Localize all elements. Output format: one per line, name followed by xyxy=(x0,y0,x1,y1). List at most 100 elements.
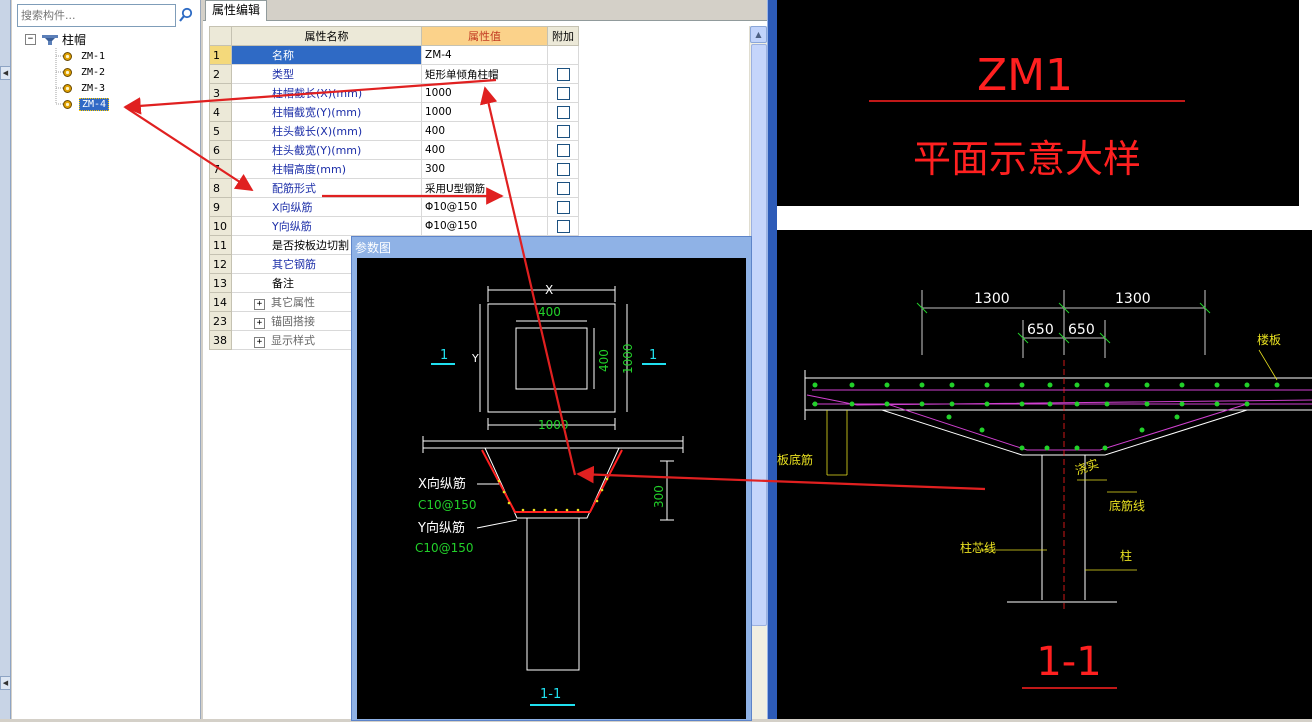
component-tree-panel xyxy=(12,0,201,719)
tab-bar xyxy=(203,0,771,21)
table-row[interactable]: 9 X向纵筋 Φ10@150 xyxy=(209,197,579,217)
grid-header: 属性名称 属性值 附加 xyxy=(209,26,579,46)
expand-icon[interactable]: + xyxy=(254,337,265,348)
header-name[interactable]: 属性名称 xyxy=(231,26,422,46)
prop-extra xyxy=(547,64,579,84)
panel-divider[interactable] xyxy=(767,0,777,719)
cap-outline xyxy=(487,303,616,413)
tree-root-label: 柱帽 xyxy=(62,33,87,47)
search-button[interactable] xyxy=(176,4,196,25)
extra-checkbox[interactable] xyxy=(556,219,570,233)
dim-head-y-label: 400 xyxy=(597,349,611,372)
cad-dim-left: 1300 xyxy=(974,291,1010,307)
column-head-outline xyxy=(515,327,588,390)
tree-item-label: ZM-1 xyxy=(81,51,106,62)
header-num xyxy=(209,26,232,46)
cad-section-title: 1-1 xyxy=(1036,639,1101,685)
expand-icon[interactable]: + xyxy=(254,318,265,329)
scroll-up-icon[interactable]: ◀ xyxy=(0,66,11,80)
extra-checkbox[interactable] xyxy=(556,162,570,176)
extra-checkbox[interactable] xyxy=(556,181,570,195)
extra-checkbox[interactable] xyxy=(556,124,570,138)
table-row[interactable]: 8 配筋形式 采用U型钢筋 xyxy=(209,178,579,198)
cad-plan-subtitle: 平面示意大样 xyxy=(913,137,1141,181)
dim-x-label: X xyxy=(545,283,553,297)
x-rebar-label: X向纵筋 xyxy=(418,476,466,492)
prop-extra xyxy=(547,178,579,198)
table-row[interactable]: 7 柱帽高度(mm) 300 xyxy=(209,159,579,179)
table-row[interactable]: 6 柱头截宽(Y)(mm) 400 xyxy=(209,140,579,160)
row-num: 3 xyxy=(209,83,232,103)
table-row[interactable]: 4 柱帽截宽(Y)(mm) 1000 xyxy=(209,102,579,122)
row-num: 23 xyxy=(209,311,232,331)
cad-label-column: 柱 xyxy=(1120,548,1132,563)
prop-group-label: 其它属性 xyxy=(271,296,315,309)
tree-item-zm-4[interactable]: ZM-4 xyxy=(62,97,110,112)
dim-cap-x-label: 1000 xyxy=(538,418,569,432)
arrow-figure-to-type xyxy=(480,86,577,476)
y-rebar-label: Y向纵筋 xyxy=(417,520,465,536)
extra-checkbox[interactable] xyxy=(556,143,570,157)
cad-gap-right xyxy=(1299,0,1312,206)
parameter-figure-drawing: X 400 Y 400 1000 1000 1 1 300 X向纵筋 C10@1… xyxy=(415,283,684,706)
cad-rebar-dots xyxy=(812,382,1280,451)
prop-value[interactable]: 矩形单倾角柱帽 xyxy=(421,64,548,84)
tree-item-zm-1[interactable]: ZM-1 xyxy=(62,49,107,64)
left-scroll-strip[interactable]: ◀ ◀ xyxy=(0,0,11,719)
tree-item-zm-2[interactable]: ZM-2 xyxy=(62,65,107,80)
tree-root[interactable]: − 柱帽 xyxy=(25,32,86,47)
row-num: 12 xyxy=(209,254,232,274)
cad-dim-inner-right: 650 xyxy=(1068,322,1095,338)
cad-plan-title: ZM1 xyxy=(977,50,1073,101)
arrow-type-to-tree xyxy=(123,78,497,115)
cad-plan-view: ZM1 平面示意大样 xyxy=(777,0,1299,206)
extra-checkbox[interactable] xyxy=(556,105,570,119)
prop-value[interactable]: 400 xyxy=(421,140,548,160)
gear-icon xyxy=(63,52,72,61)
row-num: 14 xyxy=(209,292,232,312)
tree-item-label: ZM-2 xyxy=(81,67,106,78)
dim-y-label: Y xyxy=(471,352,479,365)
row-num: 4 xyxy=(209,102,232,122)
collapse-icon[interactable]: − xyxy=(25,34,36,45)
expand-icon[interactable]: + xyxy=(254,299,265,310)
column-cap-icon xyxy=(42,35,58,45)
header-extra[interactable]: 附加 xyxy=(547,26,579,46)
prop-group-label: 显示样式 xyxy=(271,334,315,347)
section-mark-right: 1 xyxy=(649,348,657,363)
extra-checkbox[interactable] xyxy=(556,86,570,100)
cad-label-bottom-bar: 板底筋 xyxy=(777,452,813,467)
extra-checkbox[interactable] xyxy=(556,67,570,81)
tree-item-zm-3[interactable]: ZM-3 xyxy=(62,81,107,96)
search-icon xyxy=(179,7,193,22)
gear-icon xyxy=(63,68,72,77)
gear-icon xyxy=(63,84,72,93)
cad-section-view: 1300 1300 650 650 xyxy=(777,230,1312,719)
x-rebar-value: C10@150 xyxy=(418,498,477,512)
cad-label-cut-line: 底筋线 xyxy=(1109,498,1145,513)
tree-item-label: ZM-3 xyxy=(81,83,106,94)
table-row[interactable]: 1 名称 ZM-4 xyxy=(209,45,579,65)
search-box[interactable] xyxy=(17,4,176,27)
tree-connectors xyxy=(55,48,64,105)
tab-properties[interactable]: 属性编辑 xyxy=(205,0,268,21)
header-value[interactable]: 属性值 xyxy=(421,26,548,46)
tree-item-label-selected: ZM-4 xyxy=(79,98,110,111)
extra-checkbox[interactable] xyxy=(556,200,570,214)
arrow-tree-to-rebar xyxy=(124,106,254,191)
row-num: 1 xyxy=(209,45,232,65)
cad-dim-right: 1300 xyxy=(1115,291,1151,307)
parameter-figure-title: 参数图 xyxy=(355,241,392,255)
arrow-cad-to-figure xyxy=(576,465,986,491)
section-mark-left: 1 xyxy=(440,348,448,363)
prop-group-label: 锚固搭接 xyxy=(271,315,315,328)
scroll-down-icon[interactable]: ◀ xyxy=(0,676,11,690)
search-input[interactable] xyxy=(18,5,175,26)
cad-plan-drawing: ZM1 平面示意大样 xyxy=(869,50,1185,181)
cad-label-slab: 楼板 xyxy=(1257,332,1281,347)
rebar-dots xyxy=(497,477,609,512)
section-title: 1-1 xyxy=(540,687,561,702)
scroll-up-icon[interactable]: ▲ xyxy=(750,26,767,43)
prop-value[interactable]: 采用U型钢筋 xyxy=(421,178,548,198)
